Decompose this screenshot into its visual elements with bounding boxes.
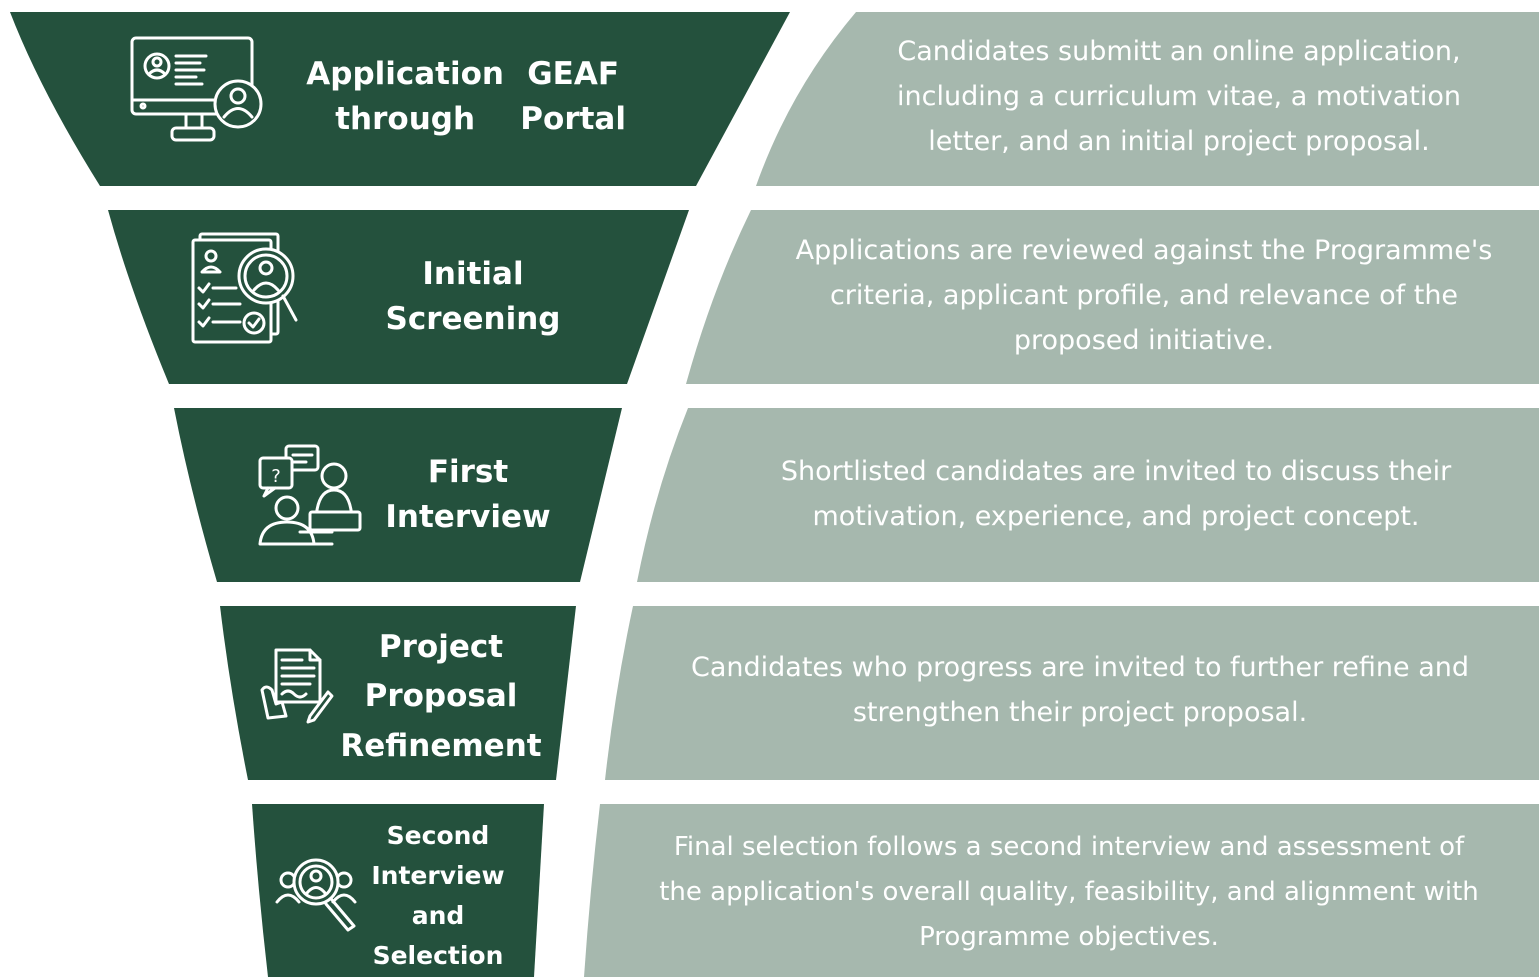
description-line: proposed initiative.: [1013, 324, 1275, 356]
description-line: Final selection follows a second intervi…: [673, 831, 1465, 862]
description-panel-1: [756, 12, 1539, 186]
stage-description-3: Shortlisted candidates are invited to di…: [700, 446, 1532, 542]
stage-description-2: Applications are reviewed against the Pr…: [770, 225, 1518, 365]
description-line: including a curriculum vitae, a motivati…: [897, 80, 1461, 112]
description-line: letter, and an initial project proposal.: [928, 125, 1430, 157]
description-line: strengthen their project proposal.: [852, 697, 1308, 728]
stage-title-line: Refinement: [340, 727, 542, 764]
description-line: Programme objectives.: [919, 921, 1219, 952]
stage-title-1: Application through GEAF Portal: [300, 44, 636, 150]
description-panels: [584, 12, 1539, 977]
stage-title-line: Interview: [371, 861, 505, 890]
stage-title-line: Selection: [372, 941, 504, 970]
interview-icon: ?: [258, 444, 362, 546]
stage-title-line: GEAF Portal: [520, 56, 626, 137]
description-line: Shortlisted candidates are invited to di…: [780, 456, 1452, 487]
stage-title-line: First: [427, 454, 509, 491]
stage-title-line: Interview: [385, 499, 551, 535]
stage-title-line: Initial Screening: [385, 256, 561, 337]
description-line: Candidates who progress are invited to f…: [690, 652, 1469, 683]
stage-title-line: Application through: [306, 56, 504, 137]
stage-title-5: Second Interview and Selection: [365, 814, 511, 978]
stage-description-4: Candidates who progress are invited to f…: [640, 642, 1520, 738]
stage-title-line: and: [411, 901, 465, 930]
stage-title-line: Proposal: [364, 678, 518, 715]
stage-description-1: Candidates submitt an online application…: [790, 26, 1539, 166]
description-panel-3: [637, 408, 1539, 582]
stage-description-5: Final selection follows a second intervi…: [605, 822, 1533, 962]
candidate-selection-icon: [275, 858, 357, 932]
stage-title-4: Project Proposal Refinement: [340, 620, 542, 774]
proposal-writing-icon: [260, 648, 334, 724]
description-line: Candidates submitt an online application…: [897, 35, 1461, 67]
document-search-icon: [191, 232, 298, 344]
stage-title-line: Project: [378, 628, 504, 665]
description-line: Applications are reviewed against the Pr…: [795, 234, 1493, 266]
description-panel-2: [686, 210, 1539, 384]
description-line: criteria, applicant profile, and relevan…: [829, 279, 1459, 311]
description-panel-5: [584, 804, 1539, 977]
stage-title-line: Second: [386, 821, 490, 850]
description-line: motivation, experience, and project conc…: [812, 501, 1420, 532]
description-line: the application's overall quality, feasi…: [659, 876, 1479, 907]
stage-title-3: First Interview: [375, 442, 561, 548]
stage-title-2: Initial Screening: [330, 256, 616, 337]
description-panel-4: [605, 606, 1539, 780]
computer-user-icon: [130, 36, 263, 142]
svg-text:?: ?: [271, 466, 281, 487]
funnel-segment-5: [252, 804, 544, 977]
